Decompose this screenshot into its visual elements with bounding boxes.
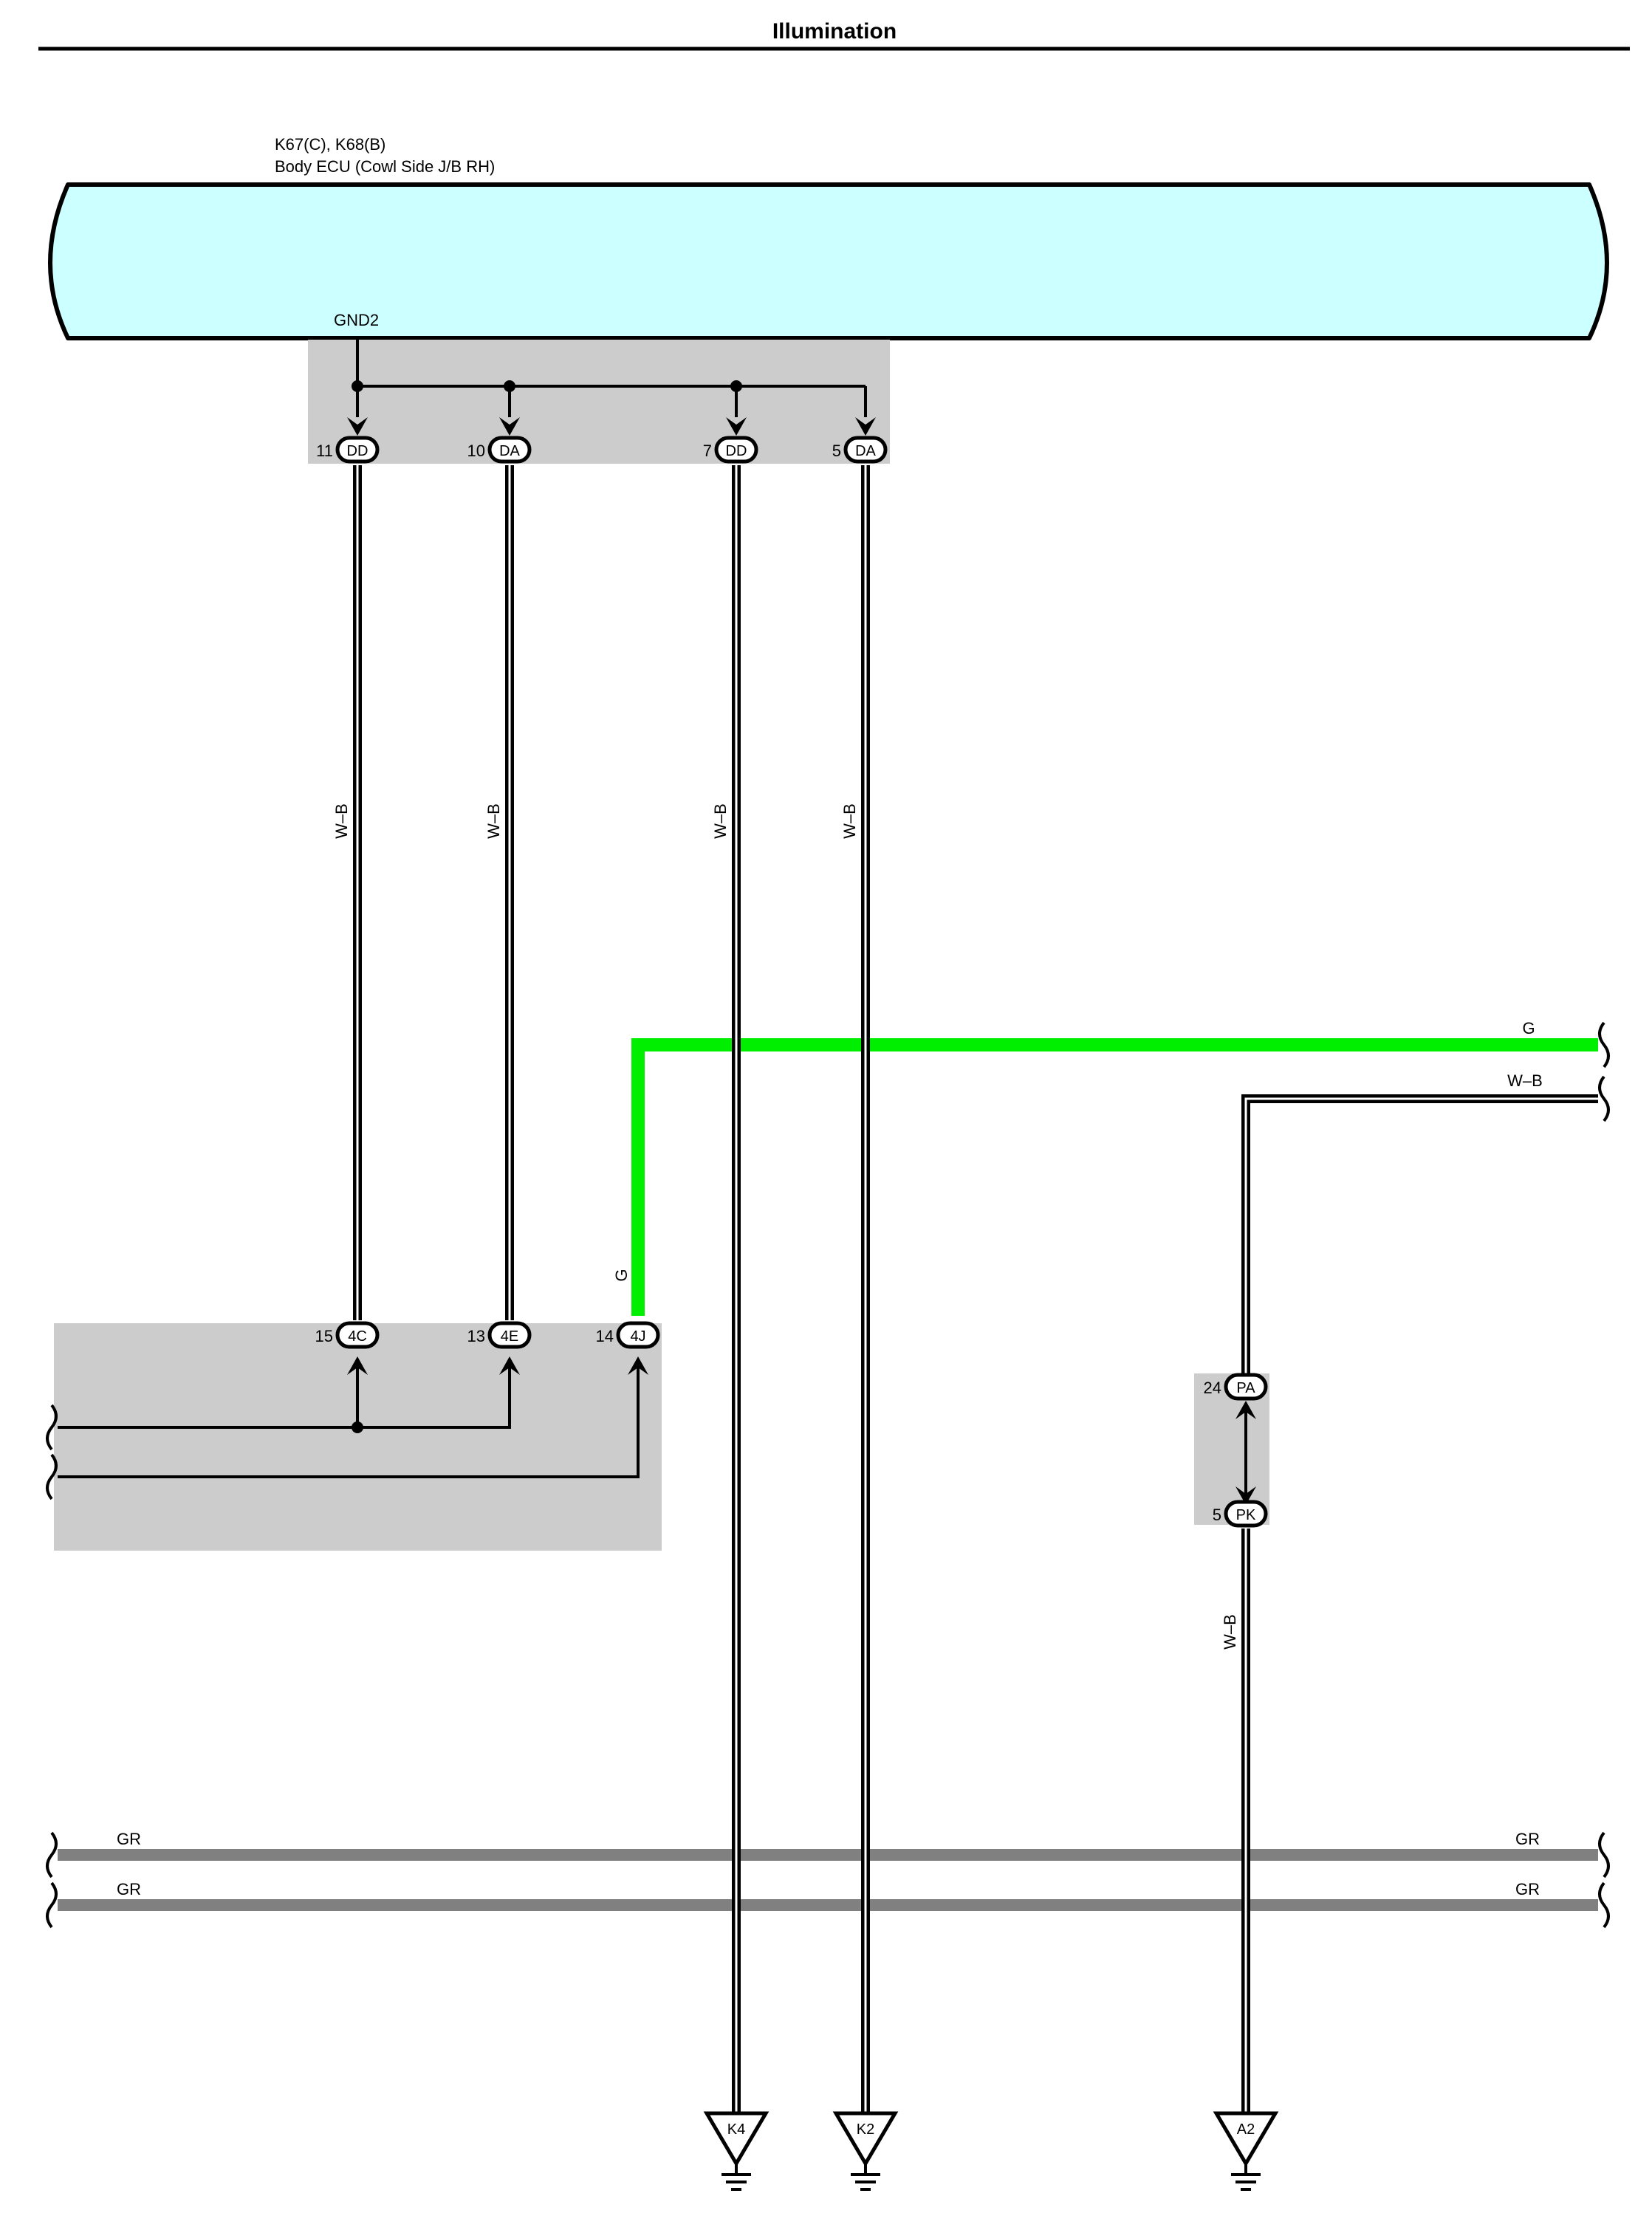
top-bus-splices bbox=[352, 380, 742, 392]
body-ecu-box bbox=[48, 182, 1609, 340]
lower-pin-3-code: 4J bbox=[630, 1328, 645, 1345]
connector-arrows bbox=[347, 417, 1256, 1505]
ground-a2-label: A2 bbox=[1237, 2121, 1255, 2138]
lower-pin-2-number: 13 bbox=[467, 1327, 485, 1345]
wire-label-gr-bottom-right: GR bbox=[1515, 1880, 1540, 1898]
ground-k4-label: K4 bbox=[727, 2121, 745, 2138]
top-junction-block bbox=[308, 340, 890, 464]
ground-a2 bbox=[1213, 2111, 1279, 2191]
ecu-name: Body ECU (Cowl Side J/B RH) bbox=[275, 157, 495, 176]
green-wire bbox=[631, 1038, 1598, 1316]
wire-label-gr-top-left: GR bbox=[117, 1830, 141, 1848]
top-pin-1-code: DD bbox=[347, 443, 369, 459]
wb-wires bbox=[353, 465, 1598, 2113]
wire-label-vertical-4: W–B bbox=[840, 803, 859, 839]
lower-connector-pills bbox=[335, 1321, 660, 1349]
top-pin-4-number: 5 bbox=[832, 442, 841, 460]
wire-label-green-vertical: G bbox=[612, 1269, 631, 1281]
ground-k2 bbox=[832, 2111, 899, 2191]
continuation-marks bbox=[46, 1021, 1610, 1929]
lower-pin-1-code: 4C bbox=[348, 1328, 367, 1345]
top-pin-2-number: 10 bbox=[467, 442, 485, 460]
lower-pin-1-number: 15 bbox=[315, 1327, 333, 1345]
inline-pin-2-code: PK bbox=[1236, 1507, 1256, 1523]
inline-pin-1-code: PA bbox=[1236, 1380, 1255, 1396]
lower-pin-2-code: 4E bbox=[501, 1328, 518, 1345]
ground-k4 bbox=[703, 2111, 770, 2191]
wire-label-vertical-2: W–B bbox=[484, 803, 503, 839]
wire-label-wb-lower: W–B bbox=[1221, 1614, 1239, 1650]
wire-label-vertical-3: W–B bbox=[711, 803, 730, 839]
top-pin-4-code: DA bbox=[855, 443, 876, 459]
inline-pin-1-number: 24 bbox=[1204, 1379, 1221, 1397]
ground-k2-label: K2 bbox=[857, 2121, 874, 2138]
lower-bus-splice bbox=[352, 1421, 363, 1433]
ecu-connector-ref: K67(C), K68(B) bbox=[275, 135, 385, 154]
wire-label-wb-right: W–B bbox=[1507, 1071, 1543, 1090]
wire-label-gr-bottom-left: GR bbox=[117, 1880, 141, 1898]
top-pin-1-number: 11 bbox=[316, 442, 333, 460]
lower-bus bbox=[58, 1359, 640, 1478]
lower-pin-3-number: 14 bbox=[596, 1327, 614, 1345]
wire-label-green-right: G bbox=[1522, 1019, 1535, 1037]
top-pin-3-number: 7 bbox=[703, 442, 712, 460]
top-pin-2-code: DA bbox=[499, 443, 520, 459]
top-connector-pills bbox=[335, 436, 888, 464]
ecu-terminal-name: GND2 bbox=[334, 311, 379, 329]
top-pin-3-code: DD bbox=[726, 443, 747, 459]
gr-wires bbox=[58, 1849, 1598, 1911]
wire-label-vertical-1: W–B bbox=[332, 803, 351, 839]
inline-connector-pills bbox=[1224, 1373, 1268, 1528]
page-title: Illumination bbox=[772, 19, 897, 44]
wire-label-gr-top-right: GR bbox=[1515, 1830, 1540, 1848]
inline-pin-2-number: 5 bbox=[1213, 1506, 1221, 1524]
